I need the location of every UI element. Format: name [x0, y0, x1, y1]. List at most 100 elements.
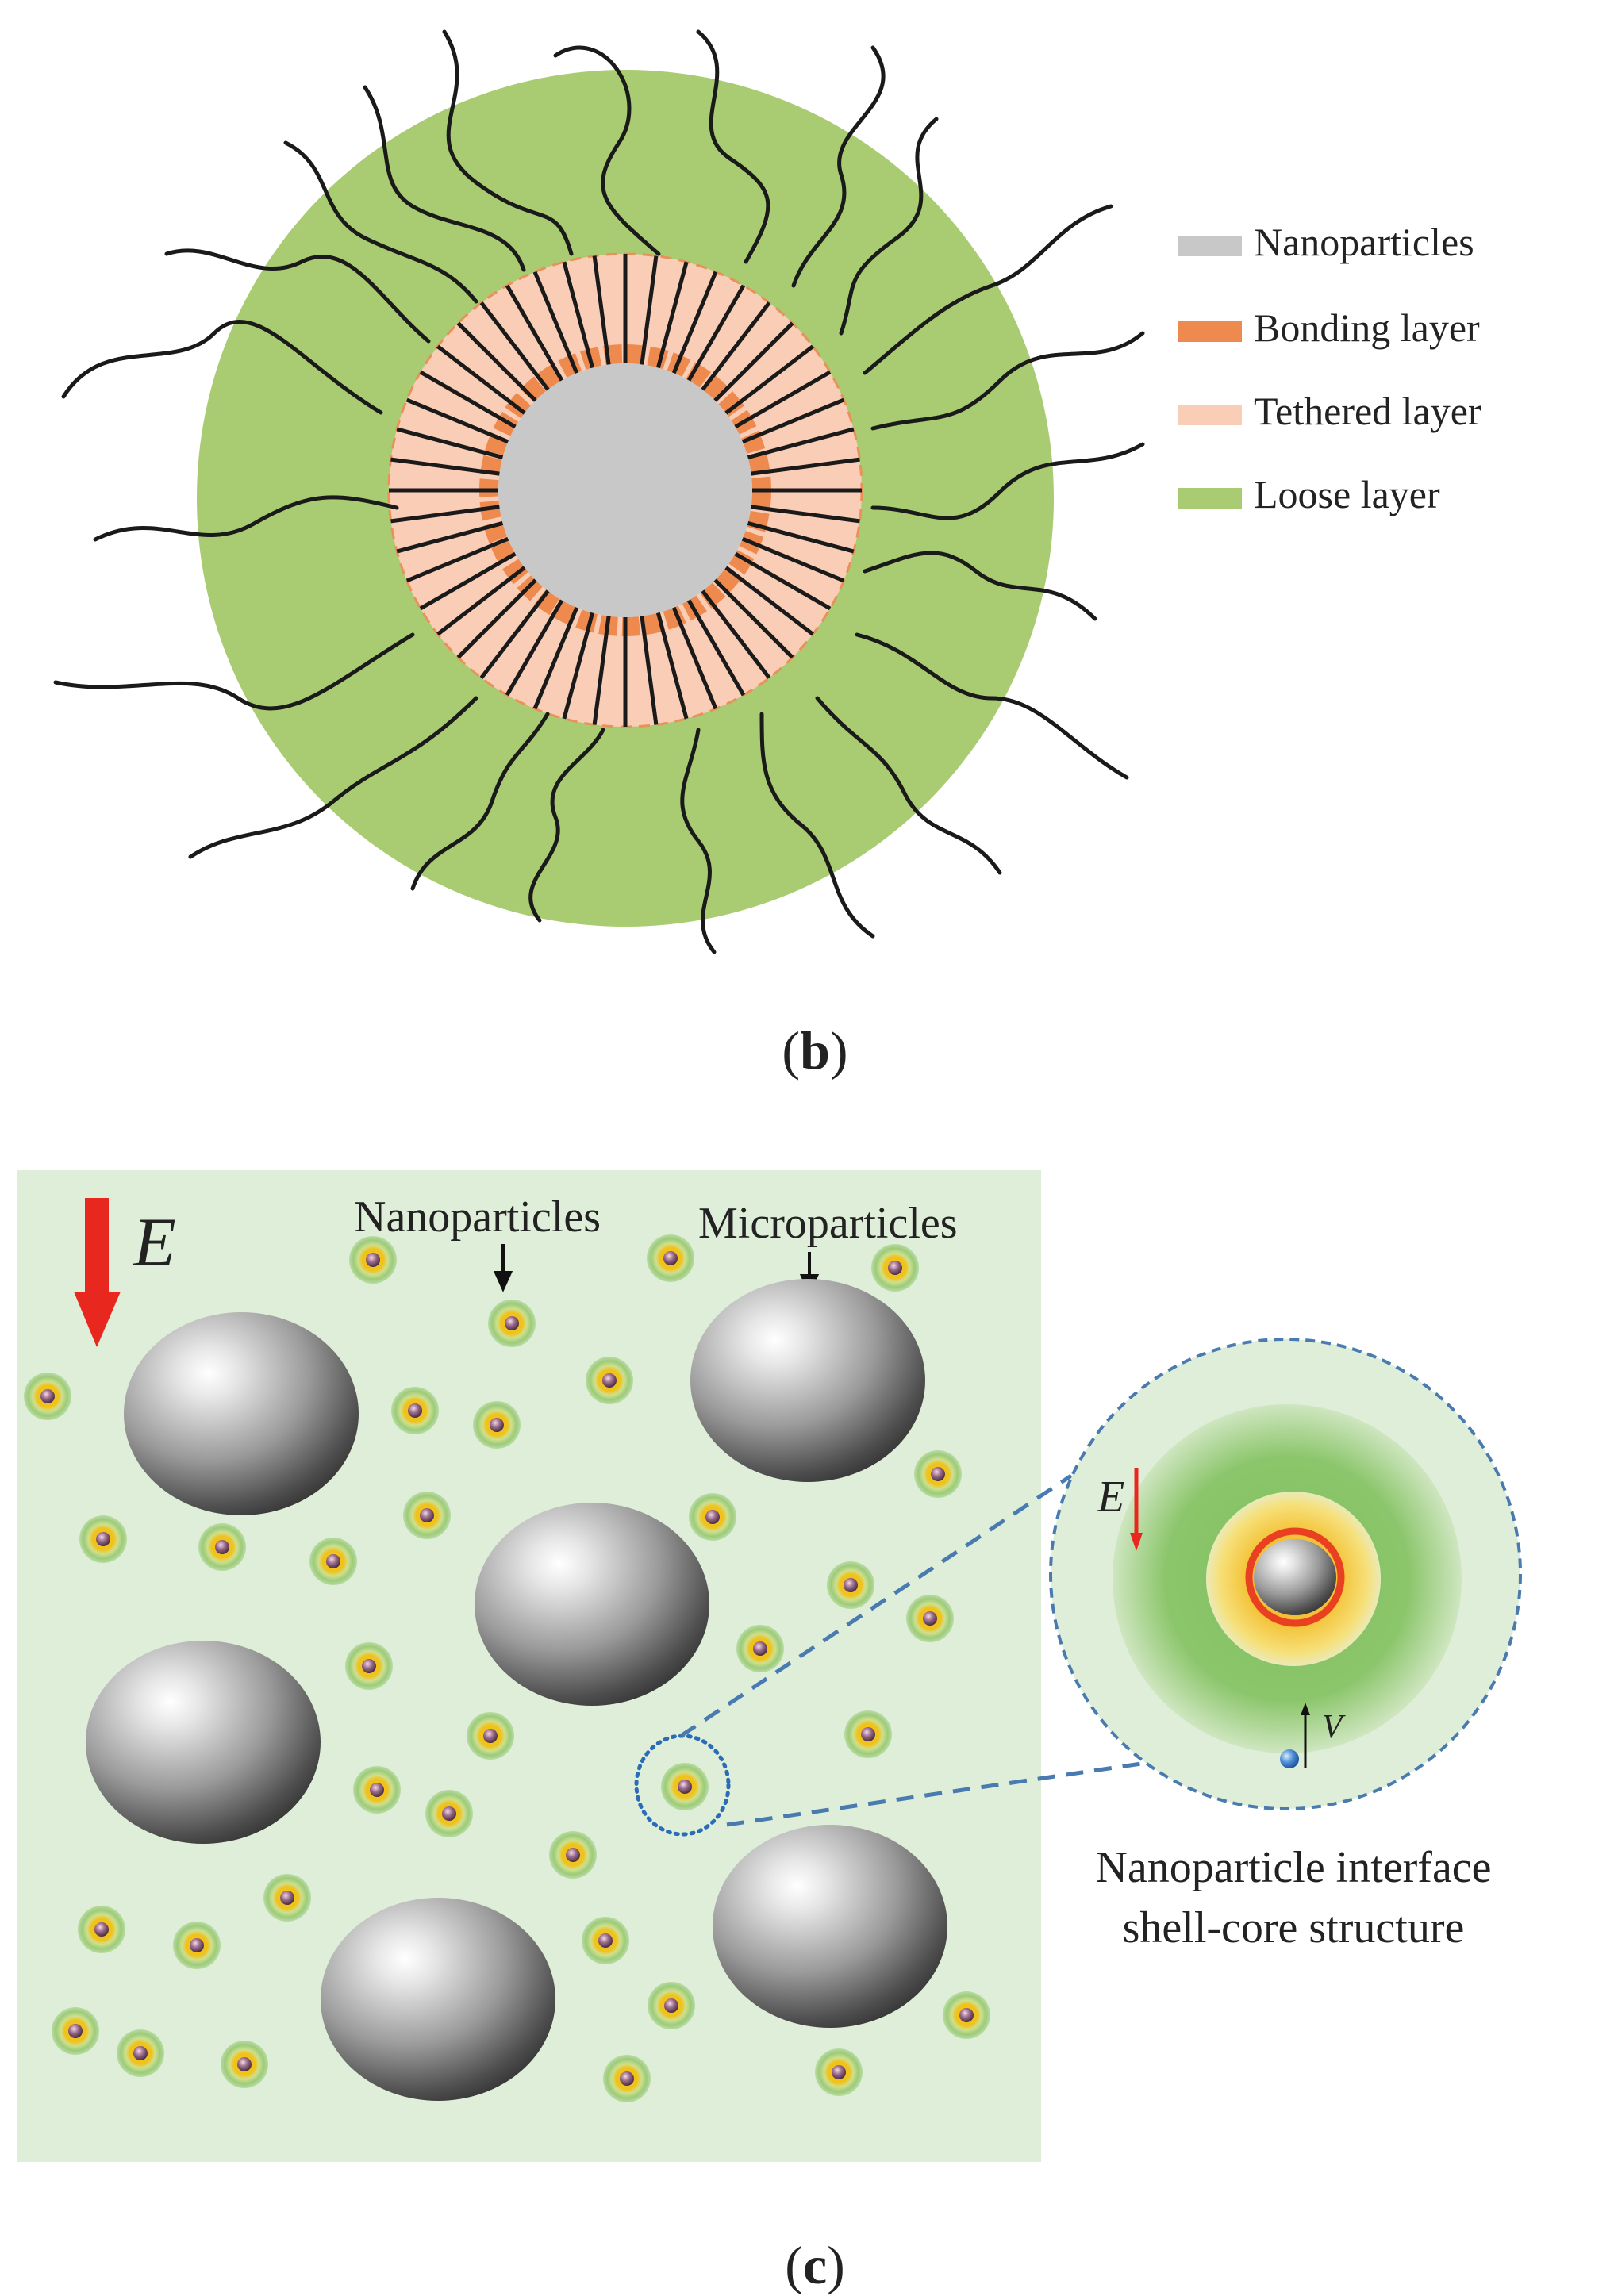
tether-line	[479, 301, 550, 391]
field-arrow	[74, 1198, 121, 1347]
microparticle	[124, 1312, 359, 1515]
nanoparticle	[345, 1642, 393, 1690]
nanoparticles	[24, 1234, 990, 2102]
tether-line	[390, 505, 500, 524]
tether-line	[724, 566, 814, 636]
tether-line	[532, 271, 579, 374]
tether-line	[751, 505, 860, 524]
tether-line	[396, 520, 504, 554]
tether-line	[655, 261, 689, 369]
polymer-chain	[188, 696, 478, 859]
legend-label-bonding-layer: Bonding layer	[1254, 305, 1480, 350]
tether-line	[724, 344, 814, 415]
nanoparticle	[198, 1523, 246, 1571]
nanoparticle	[943, 1991, 990, 2039]
tether-line	[741, 397, 845, 444]
nanoparticle	[549, 1831, 597, 1879]
tether-line	[456, 578, 537, 659]
nanoparticle	[425, 1790, 473, 1837]
tether-line	[640, 616, 659, 725]
polymer-chain	[815, 696, 1002, 875]
tether-line	[701, 589, 771, 679]
inset-velocity-arrow	[1301, 1703, 1310, 1768]
nanoparticle	[24, 1373, 71, 1420]
nanoparticle	[78, 1906, 125, 1953]
nanoparticle	[52, 2007, 99, 2055]
tether-line	[479, 589, 550, 679]
tether-line	[686, 599, 746, 697]
polymer-chain	[855, 632, 1129, 780]
caption-c: (c)	[785, 2235, 845, 2295]
polymer-chain	[164, 248, 431, 344]
tether-line	[562, 261, 595, 369]
polymer-chain	[870, 442, 1145, 520]
tether-line	[671, 606, 718, 710]
nanoparticle	[221, 2041, 268, 2088]
polymer-chain	[410, 712, 550, 891]
tether-line	[686, 284, 746, 382]
inset-caption-line2: shell-core structure	[1123, 1903, 1465, 1952]
polymer-chain	[93, 495, 399, 542]
tether-line	[436, 566, 526, 636]
nanoparticle	[467, 1712, 514, 1760]
panel-c-diagram: E Nanoparticles Microparticles	[17, 1170, 1147, 2162]
tether-line	[713, 578, 794, 659]
legend-swatch-tethered-layer	[1178, 405, 1242, 425]
nanoparticle	[736, 1625, 784, 1672]
tether-line	[419, 551, 517, 611]
nanoparticle	[488, 1300, 536, 1347]
legend-swatch-nanoparticles	[1178, 236, 1242, 256]
legend-swatch-bonding-layer	[1178, 321, 1242, 342]
microparticle	[86, 1641, 321, 1844]
nanoparticle	[117, 2029, 164, 2077]
nanoparticle	[827, 1561, 874, 1609]
tether-line	[419, 370, 517, 429]
inset-caption-line1: Nanoparticle interface	[1095, 1843, 1491, 1892]
polymer-chain	[863, 551, 1097, 621]
legend-label-nanoparticles: Nanoparticles	[1254, 220, 1474, 264]
tether-line	[640, 255, 659, 365]
tether-line	[751, 457, 860, 476]
nanoparticles-label: Nanoparticles	[354, 1192, 601, 1242]
nanoparticle	[586, 1357, 633, 1404]
polymer-chain	[680, 728, 717, 954]
tether-line	[747, 520, 855, 554]
polymer-chain	[363, 85, 526, 272]
tether-line	[505, 284, 564, 382]
nanoparticle	[79, 1515, 127, 1563]
nanoparticle	[173, 1922, 221, 1969]
inset-velocity-label: V	[1322, 1709, 1346, 1745]
field-label-e: E	[132, 1204, 176, 1281]
polymer-chain	[53, 632, 415, 711]
tether-line	[505, 599, 564, 697]
microparticle	[321, 1898, 555, 2101]
tether-line	[747, 427, 855, 460]
tether-line	[701, 301, 771, 391]
tether-line	[405, 397, 509, 444]
nanoparticle	[309, 1538, 357, 1585]
tether-line	[741, 536, 845, 583]
legend-swatch-loose-layer	[1178, 488, 1242, 509]
polymer-chain	[791, 45, 886, 288]
nanoparticle	[647, 1234, 694, 1282]
polymer-chain	[61, 320, 383, 415]
nanoparticle	[349, 1236, 397, 1284]
polymer-chain	[553, 45, 661, 256]
microparticles	[86, 1279, 947, 2101]
tether-line	[734, 370, 832, 429]
microparticles-label: Microparticles	[698, 1199, 958, 1248]
tether-line	[396, 427, 504, 460]
tether-line	[532, 606, 579, 710]
legend-label-loose-layer: Loose layer	[1254, 472, 1440, 516]
nanoparticle	[689, 1493, 736, 1541]
zoom-connector-lines	[679, 1473, 1147, 1827]
inset-core	[1254, 1539, 1336, 1615]
legend: Nanoparticles Bonding layer Tethered lay…	[1178, 220, 1481, 516]
nanoparticle	[473, 1401, 521, 1449]
nanoparticle	[661, 1763, 709, 1810]
polymer-chain	[759, 712, 875, 939]
inset-bonding-ring	[1245, 1527, 1345, 1627]
nanoparticle-core	[498, 363, 752, 617]
inset-field-arrow	[1130, 1468, 1143, 1551]
tether-line	[713, 321, 794, 402]
